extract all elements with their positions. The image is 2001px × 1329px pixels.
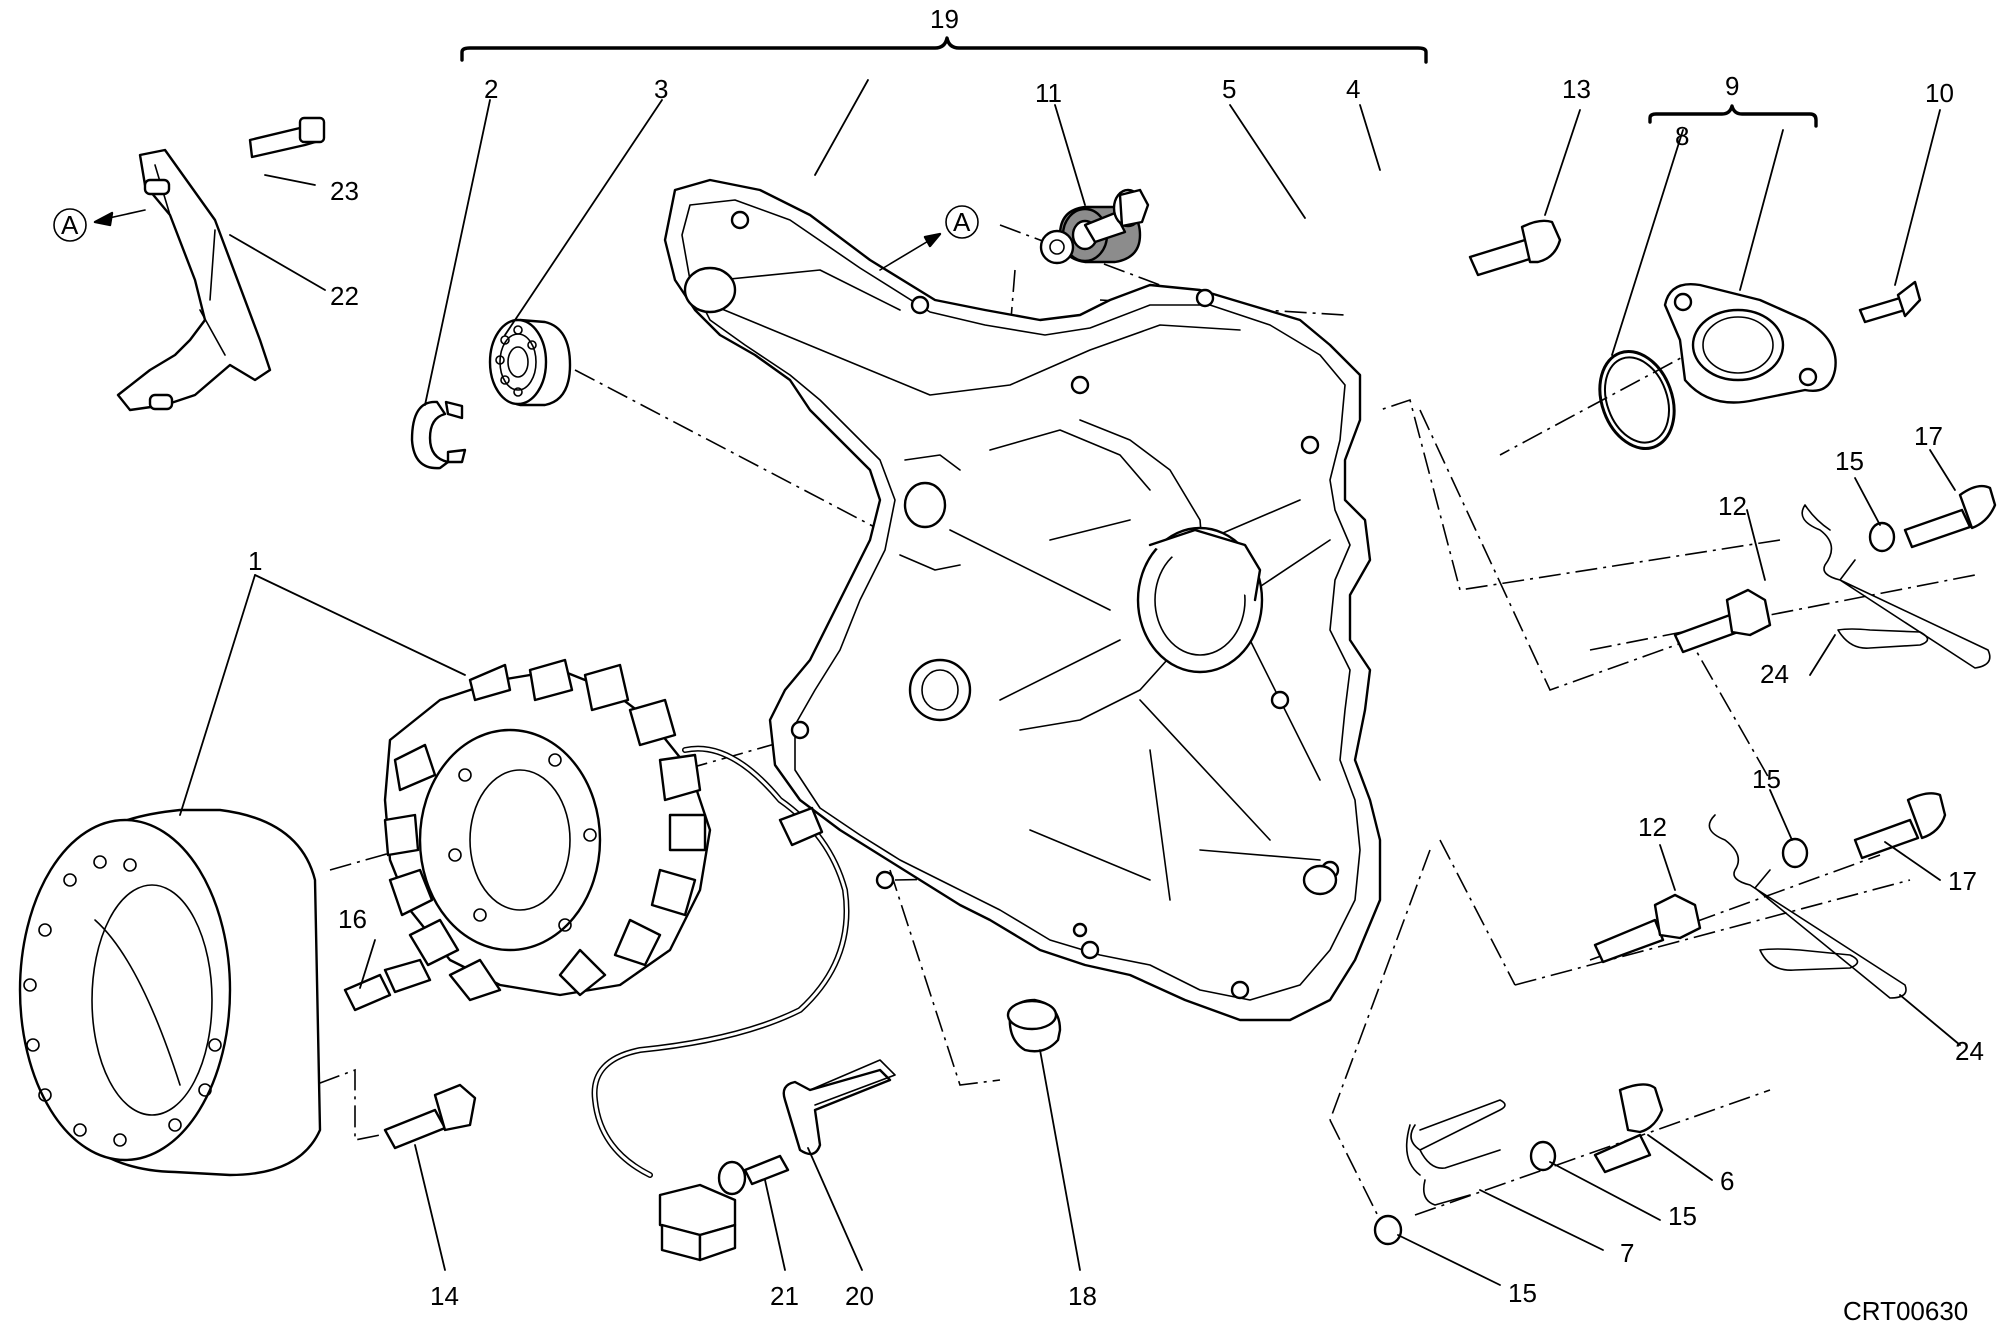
lower-clip-group [1593,792,1947,999]
callout-1: 1 [248,546,262,576]
callout-17-upper: 17 [1914,421,1943,451]
bearing [488,318,572,407]
ref-a-left-circle [53,208,87,242]
bolt-with-washer [1039,188,1150,265]
circlip [410,400,467,470]
callout-21: 21 [770,1281,799,1311]
callout-19: 19 [930,4,959,34]
arrowhead-a-center [923,232,942,248]
stator-bolt [343,958,432,1012]
leader-lines [179,79,1961,1286]
callout-5: 5 [1222,74,1236,104]
crankcase-cover [663,178,1382,1022]
callout-24-lower: 24 [1955,1036,1984,1066]
callout-2: 2 [484,74,498,104]
callout-3: 3 [654,74,668,104]
drawing-code: CRT00630 [1843,1296,1968,1326]
callout-20: 20 [845,1281,874,1311]
dowel-pin [1006,998,1062,1053]
arrow-a-center [879,236,936,271]
stator [383,658,712,1002]
upper-clip-group [1673,484,1997,669]
clamp-screw [717,1154,790,1196]
flywheel-rotor [18,808,322,1177]
arrowhead-a-left [93,211,114,227]
inspection-cover [1663,283,1837,404]
o-ring [1598,350,1676,450]
callout-10: 10 [1925,78,1954,108]
wire-clamp [782,1059,896,1156]
callout-23: 23 [330,176,359,206]
callout-7: 7 [1620,1238,1634,1268]
ref-a-center: A [953,207,971,237]
wire-grommet [778,806,824,847]
connector [658,1183,737,1262]
callout-16: 16 [338,904,367,934]
callout-12-lower: 12 [1638,812,1667,842]
callout-18: 18 [1068,1281,1097,1311]
callout-13: 13 [1562,74,1591,104]
brace-group-19 [460,36,1428,64]
callout-24-upper: 24 [1760,659,1789,689]
callout-6: 6 [1720,1166,1734,1196]
rotor-bolt [383,1083,477,1150]
callout-15-upper: 15 [1835,446,1864,476]
callout-8: 8 [1675,121,1689,151]
callout-15-lower-right: 15 [1668,1201,1697,1231]
callout-15-middle: 15 [1752,764,1781,794]
cover-screw [1858,280,1922,324]
bracket-assembly [116,116,326,412]
brace-group-9 [1648,104,1818,128]
callout-9: 9 [1725,71,1739,101]
callout-17-lower: 17 [1948,866,1977,896]
cover-bolt [1468,219,1562,277]
callout-15-lower-left: 15 [1508,1278,1537,1308]
callout-4: 4 [1346,74,1360,104]
bottom-clip-group [1373,1083,1664,1246]
callout-11: 11 [1035,78,1062,108]
callout-14: 14 [430,1281,459,1311]
stator-wire-inner [593,747,849,1177]
ref-a-center-circle [945,205,979,239]
callout-12-upper: 12 [1718,491,1747,521]
ref-a-left: A [61,210,79,240]
callout-22: 22 [330,281,359,311]
callout-labels: 1 2 3 4 5 6 7 8 9 10 11 12 12 13 14 15 1… [248,4,1984,1311]
